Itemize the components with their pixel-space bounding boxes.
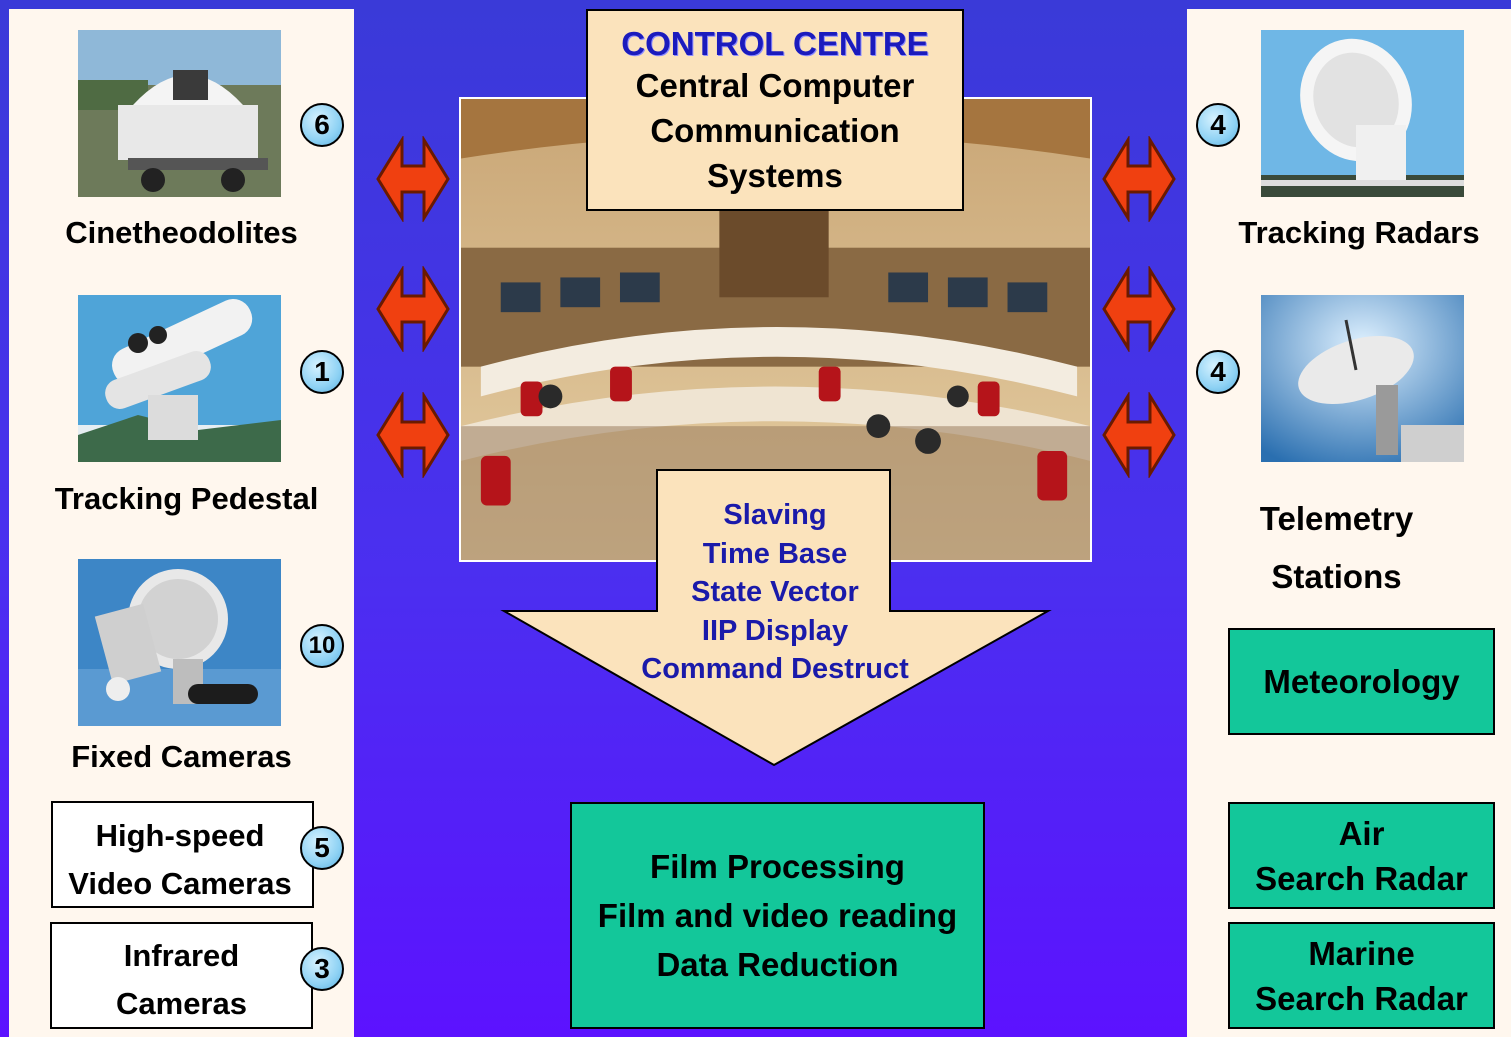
high-speed-line: High-speed xyxy=(95,818,265,853)
high-speed-video-cameras-box xyxy=(51,801,314,908)
telemetry-antenna-photo xyxy=(1261,295,1464,462)
right-link-arrow xyxy=(1102,392,1176,478)
time-base-line: Time Base xyxy=(702,537,848,570)
cinetheodolite-photo xyxy=(78,30,281,197)
infrared-cameras-count-badge: 3 xyxy=(300,947,344,991)
tracking-pedestal-count-badge: 1 xyxy=(300,350,344,394)
state-vector-line: State Vector xyxy=(691,576,859,608)
infrared-line: Infrared xyxy=(123,938,240,973)
air-search-radar-box: Air Search Radar xyxy=(1228,802,1495,909)
high-speed-cameras-count-badge: 5 xyxy=(300,826,344,870)
data-flow-down-arrow xyxy=(500,469,1052,767)
command-destruct-line: Command Destruct xyxy=(641,653,909,685)
cinetheodolites-label: Cinetheodolites xyxy=(65,215,298,250)
control-centre-box: CONTROL CENTRE Central Computer Communic… xyxy=(586,9,964,211)
left-link-arrow xyxy=(376,266,450,352)
meteorology-label: Meteorology xyxy=(1263,662,1460,700)
stations-line: Stations xyxy=(1271,558,1402,595)
iip-display-line: IIP Display xyxy=(701,614,849,647)
communication-line: Communication xyxy=(650,112,900,149)
systems-line: Systems xyxy=(707,157,843,194)
film-processing-line: Film Processing xyxy=(650,848,905,885)
tracking-radar-photo xyxy=(1261,30,1464,197)
processing-box: Film Processing Film and video reading D… xyxy=(570,802,985,1029)
tracking-radars-label: Tracking Radars xyxy=(1238,215,1480,250)
left-link-arrow xyxy=(376,392,450,478)
film-video-reading-line: Film and video reading xyxy=(597,897,958,934)
tracking-pedestal-photo xyxy=(78,295,281,462)
cinetheodolite-count-badge: 6 xyxy=(300,103,344,147)
tracking-radars-count-badge: 4 xyxy=(1196,103,1240,147)
air-search-radar-line: Search Radar xyxy=(1255,859,1468,897)
telemetry-line: Telemetry xyxy=(1259,500,1414,537)
video-cameras-line: Video Cameras xyxy=(68,866,292,901)
tracking-pedestal-label: Tracking Pedestal xyxy=(54,481,319,516)
telemetry-stations-label: Telemetry Stations xyxy=(1187,490,1511,606)
fixed-camera-photo xyxy=(78,559,281,726)
meteorology-box: Meteorology xyxy=(1228,628,1495,735)
high-speed-video-cameras-label: High-speed Video Cameras xyxy=(30,812,330,908)
infrared-cameras-label: Infrared Cameras xyxy=(50,932,313,1028)
fixed-cameras-label: Fixed Cameras xyxy=(71,739,292,774)
marine-search-radar-box: Marine Search Radar xyxy=(1228,922,1495,1029)
fixed-cameras-count-badge: 10 xyxy=(300,624,344,668)
cameras-line: Cameras xyxy=(116,986,247,1021)
right-link-arrow xyxy=(1102,266,1176,352)
slaving-line: Slaving xyxy=(723,499,827,531)
central-computer-line: Central Computer xyxy=(635,67,915,104)
left-link-arrow xyxy=(376,136,450,222)
right-link-arrow xyxy=(1102,136,1176,222)
air-line: Air xyxy=(1338,814,1385,852)
data-reduction-line: Data Reduction xyxy=(656,946,899,983)
control-centre-title: CONTROL CENTRE xyxy=(621,25,929,62)
telemetry-count-badge: 4 xyxy=(1196,350,1240,394)
marine-search-radar-line: Search Radar xyxy=(1255,979,1468,1017)
marine-line: Marine xyxy=(1308,934,1415,972)
data-flow-text: Slaving Time Base State Vector IIP Displ… xyxy=(605,496,945,689)
